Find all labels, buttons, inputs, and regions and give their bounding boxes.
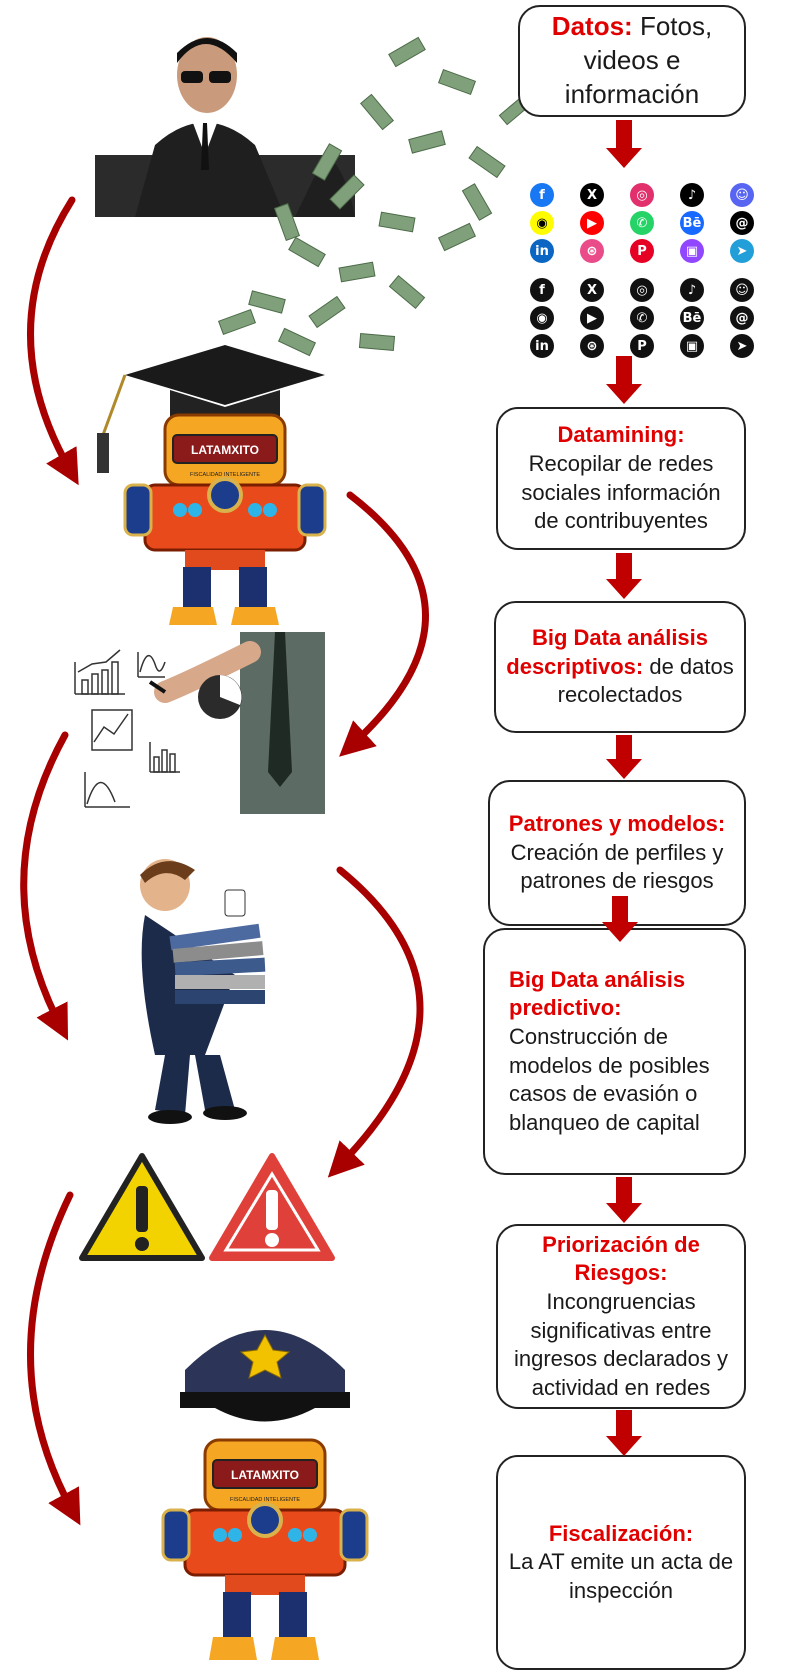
facebook-icon: f: [530, 183, 554, 207]
alert-icon: [209, 1153, 335, 1261]
x-icon: X: [580, 183, 604, 207]
discord-icon: ☺: [730, 183, 754, 207]
step-text: Recopilar de redes sociales información …: [521, 450, 721, 534]
step-datamining: Datamining: Recopilar de redes sociales …: [496, 407, 746, 550]
down-arrow: [606, 735, 642, 779]
pinterest-icon: P: [630, 334, 654, 358]
whatsapp-icon: ✆: [630, 306, 654, 330]
warning-icon: [79, 1153, 205, 1261]
man-with-books-illustration: [140, 859, 266, 1124]
robot-brand-text: LATAMXITO: [191, 443, 259, 457]
step-title: Datos:: [551, 11, 633, 42]
facebook-icon: f: [530, 278, 554, 302]
instagram-icon: ◎: [630, 183, 654, 207]
police-robot-illustration: LATAMXITO FISCALIDAD INTELIGENTE: [161, 1330, 369, 1660]
step-text: Fotos, videos e información: [564, 11, 713, 109]
social-icons-mono: f X ◎ ♪ ☺ ◉ ▶ ✆ Bē @ in ⊛ P ▣ ➤: [530, 278, 762, 358]
snapchat-icon: ◉: [530, 306, 554, 330]
down-arrow: [606, 1177, 642, 1223]
step-title: Big Data análisis predictivo:: [509, 966, 686, 1021]
data-analyst-illustration: [74, 632, 325, 814]
tiktok-icon: ♪: [680, 183, 704, 207]
graduate-robot-illustration: LATAMXITO FISCALIDAD INTELIGENTE: [97, 345, 327, 625]
twitch-icon: ▣: [680, 334, 704, 358]
robot-brand-text: LATAMXITO: [231, 1468, 299, 1482]
step-title: Patrones y modelos:: [508, 811, 726, 837]
x-icon: X: [580, 278, 604, 302]
robot-tagline-text: FISCALIDAD INTELIGENTE: [190, 472, 260, 478]
flying-money-illustration: [217, 36, 530, 357]
step-text: Incongruencias significativas entre ingr…: [513, 1288, 728, 1400]
instagram-icon: ◎: [630, 278, 654, 302]
step-title: Big Data análisis descriptivos:: [506, 625, 709, 679]
tiktok-icon: ♪: [680, 278, 704, 302]
pinterest-icon: P: [630, 239, 654, 263]
telegram-icon: ➤: [730, 334, 754, 358]
down-arrow: [602, 896, 638, 942]
robot-tagline-text: FISCALIDAD INTELIGENTE: [230, 1497, 300, 1503]
youtube-icon: ▶: [580, 211, 604, 235]
dribbble-icon: ⊛: [580, 239, 604, 263]
twitch-icon: ▣: [680, 239, 704, 263]
step-fiscalizacion: Fiscalización: La AT emite un acta de in…: [496, 1455, 746, 1670]
whatsapp-icon: ✆: [630, 211, 654, 235]
linkedin-icon: in: [530, 239, 554, 263]
telegram-icon: ➤: [730, 239, 754, 263]
down-arrow: [606, 120, 642, 168]
social-icons-color: f X ◎ ♪ ☺ ◉ ▶ ✆ Bē @ in ⊛ P ▣ ➤: [530, 183, 762, 263]
discord-icon: ☺: [730, 278, 754, 302]
behance-icon: Bē: [680, 211, 704, 235]
behance-icon: Bē: [680, 306, 704, 330]
linkedin-icon: in: [530, 334, 554, 358]
threads-icon: @: [730, 306, 754, 330]
step-text: Creación de perfiles y patrones de riesg…: [510, 839, 724, 894]
step-predictivo: Big Data análisis predictivo: Construcci…: [483, 928, 746, 1175]
step-text: Construcción de modelos de posibles caso…: [509, 1023, 710, 1135]
down-arrow: [606, 1410, 642, 1456]
step-title: Priorización de Riesgos:: [542, 1231, 700, 1286]
step-text: de datos recolectados: [557, 653, 734, 708]
down-arrow: [606, 356, 642, 404]
down-arrow: [606, 553, 642, 599]
step-descriptive: Big Data análisis descriptivos: de datos…: [494, 601, 746, 733]
step-title: Datamining:: [557, 422, 685, 448]
snapchat-icon: ◉: [530, 211, 554, 235]
youtube-icon: ▶: [580, 306, 604, 330]
step-priorizacion: Priorización de Riesgos: Incongruencias …: [496, 1224, 746, 1409]
dribbble-icon: ⊛: [580, 334, 604, 358]
step-text: La AT emite un acta de inspección: [508, 1549, 734, 1603]
step-title: Fiscalización:: [548, 1520, 694, 1546]
threads-icon: @: [730, 211, 754, 235]
step-datos: Datos: Fotos, videos e información: [518, 5, 746, 117]
